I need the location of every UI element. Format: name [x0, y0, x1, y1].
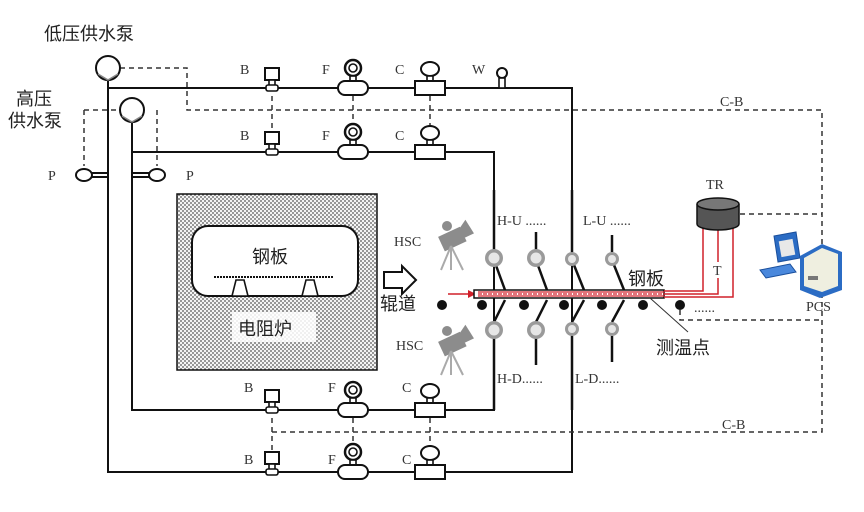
furnace-label: 电阻炉 [238, 319, 292, 340]
high-pressure-pump-label-2: 供水泵 [8, 111, 62, 132]
high-speed-camera-icon [437, 322, 475, 376]
valve-b-label: B [244, 453, 253, 468]
flowmeter-f-icon [336, 442, 370, 481]
valve-c-icon [414, 445, 446, 480]
high-pressure-pump-label-1: 高压 [16, 89, 52, 110]
valve-b-label: B [240, 63, 249, 78]
temperature-recorder-icon [696, 197, 740, 231]
high-pressure-pump [119, 97, 145, 123]
flowmeter-f-icon [336, 58, 370, 97]
nozzle-label-hu: H-U ...... [497, 214, 546, 229]
furnace-plate-label: 钢板 [252, 247, 288, 268]
thermocouple-label-bg [712, 262, 724, 278]
measure-point-leader [649, 297, 689, 333]
control-bus-label: C-B [720, 95, 743, 110]
pressure-gauge-icon [75, 168, 93, 182]
roller-table-label: 辊道 [380, 294, 416, 315]
thermocouple-wires [664, 228, 734, 298]
valve-f-label: F [328, 453, 336, 468]
measure-point-label: 测温点 [656, 338, 710, 359]
valve-w-icon [496, 67, 508, 89]
nozzle-icon [605, 252, 619, 266]
steel-plate [473, 289, 665, 299]
nozzle-icon [527, 321, 545, 339]
camera-label: HSC [394, 235, 421, 250]
valve-c-label: C [395, 63, 404, 78]
control-bus-label: C-B [722, 418, 745, 433]
flowmeter-f-icon [336, 122, 370, 161]
high-speed-camera-icon [437, 217, 475, 271]
valve-c-label: C [402, 381, 411, 396]
pressure-gauge-icon [148, 168, 166, 182]
roller-continuation-dots: ...... [694, 301, 715, 316]
valve-c-icon [414, 61, 446, 96]
transfer-arrow-icon [383, 263, 418, 297]
thermocouple-label: T [713, 264, 722, 279]
nozzle-icon [485, 249, 503, 267]
nozzle-label-hd: H-D...... [497, 372, 543, 387]
camera-label: HSC [396, 339, 423, 354]
pressure-gauge-label: P [186, 169, 194, 184]
valve-b-label: B [244, 381, 253, 396]
nozzle-label-ld: L-D...... [575, 372, 619, 387]
valve-b-icon [264, 131, 280, 156]
pcs-label: PCS [806, 300, 831, 315]
nozzle-icon [485, 321, 503, 339]
plate-label: 钢板 [628, 269, 664, 290]
roller-table [437, 300, 685, 310]
valve-c-icon [414, 383, 446, 418]
nozzle-icon [565, 322, 579, 336]
valve-b-icon [264, 451, 280, 476]
nozzle-icon [605, 322, 619, 336]
nozzle-icon [527, 249, 545, 267]
recorder-label: TR [706, 178, 725, 193]
computer-icon [759, 231, 842, 298]
valve-f-label: F [322, 63, 330, 78]
valve-c-label: C [395, 129, 404, 144]
nozzle-label-lu: L-U ...... [583, 214, 631, 229]
low-pressure-pump-label: 低压供水泵 [44, 24, 134, 45]
low-pressure-pump [95, 55, 121, 81]
valve-w-label: W [472, 63, 486, 78]
flowmeter-f-icon [336, 380, 370, 419]
valve-b-label: B [240, 129, 249, 144]
valve-c-icon [414, 125, 446, 160]
valve-c-label: C [402, 453, 411, 468]
pressure-gauge-label: P [48, 169, 56, 184]
valve-f-label: F [322, 129, 330, 144]
feed-arrow-head-icon [468, 290, 476, 298]
valve-b-icon [264, 67, 280, 92]
valve-f-label: F [328, 381, 336, 396]
nozzle-icon [565, 252, 579, 266]
resistance-furnace [176, 193, 378, 371]
valve-b-icon [264, 389, 280, 414]
